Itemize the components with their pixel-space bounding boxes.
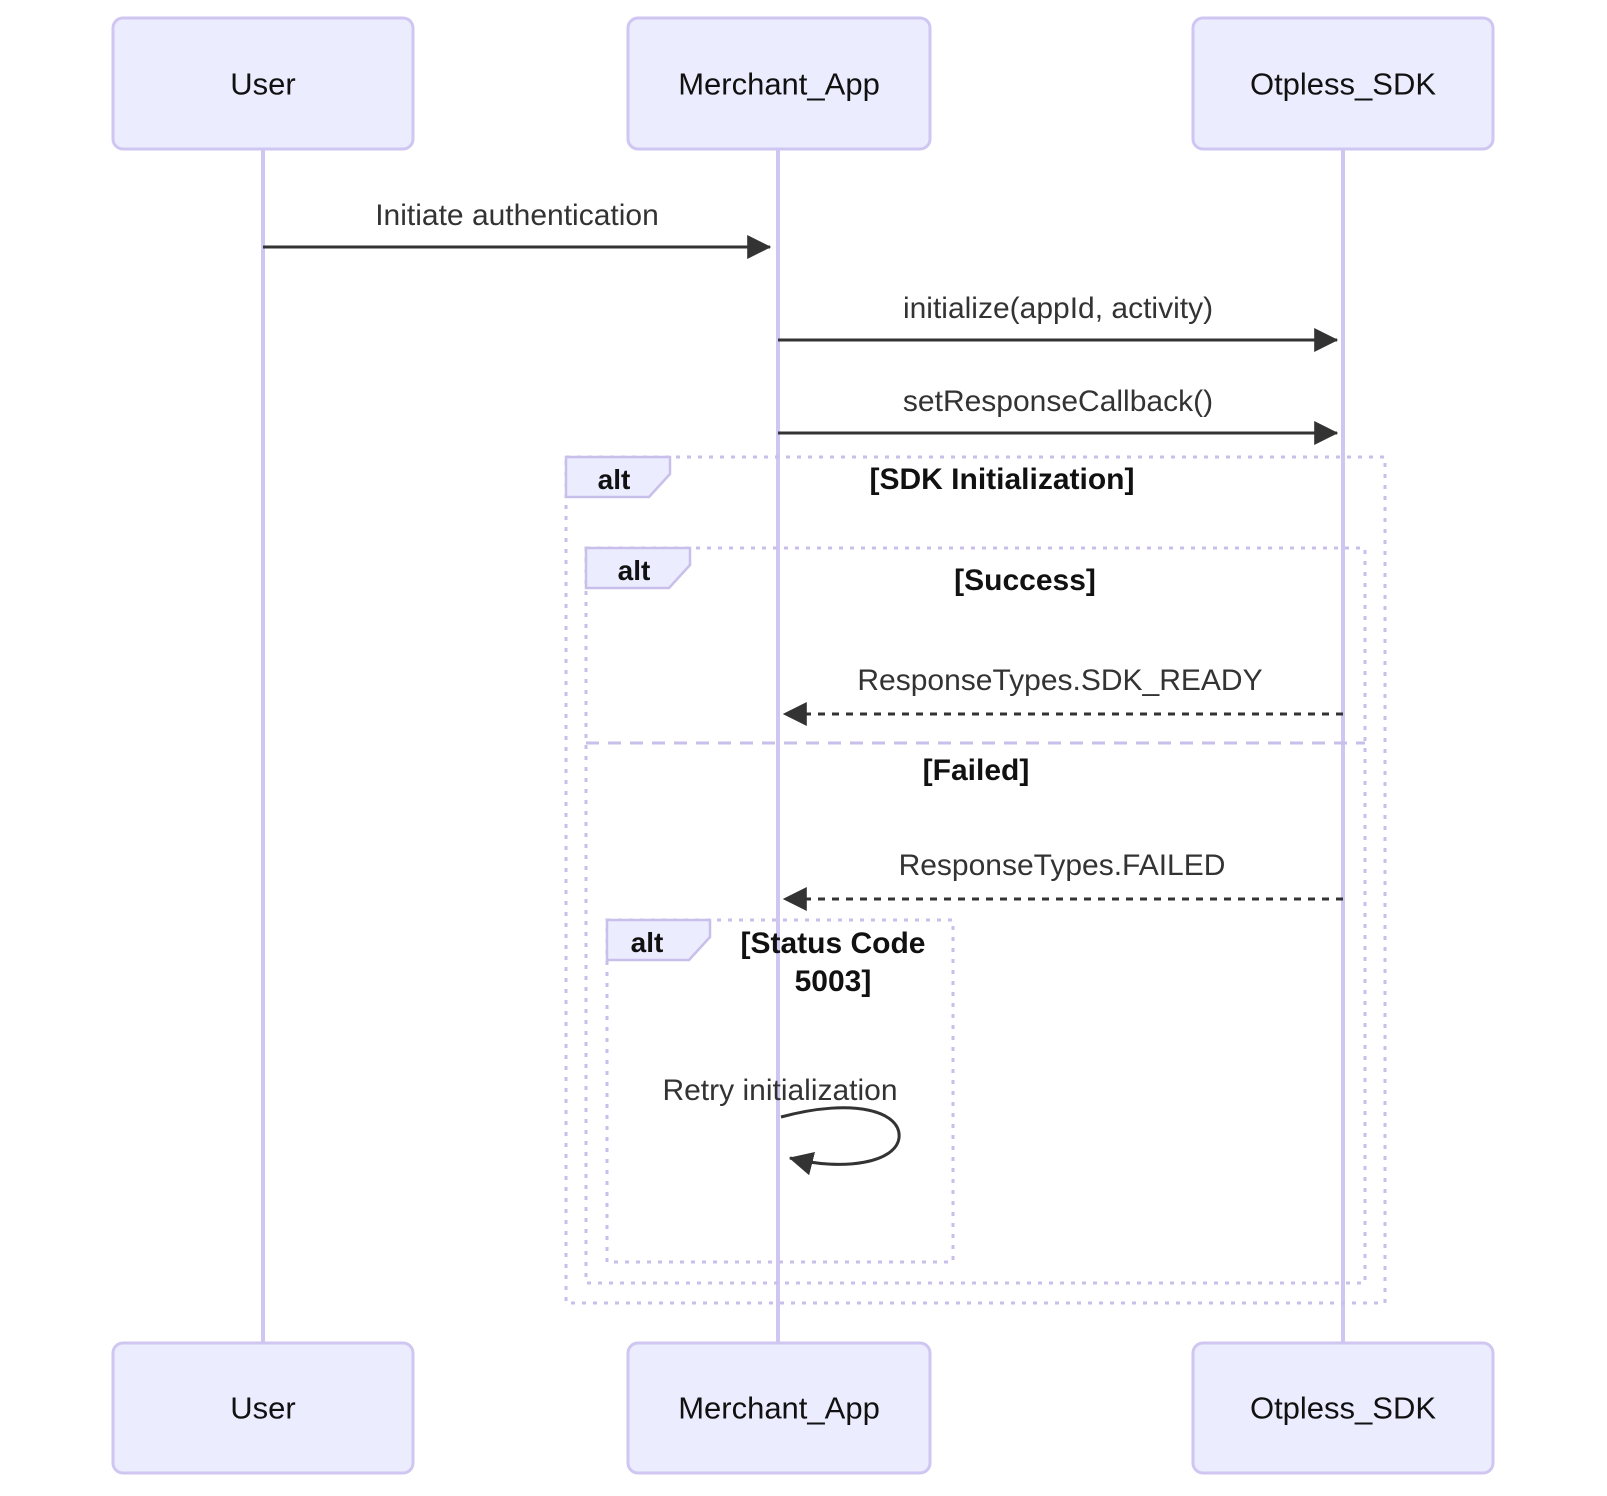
alt-frame-success-failed: alt [Success] [Failed] xyxy=(584,546,1367,1285)
alt-condition-line1: [Status Code xyxy=(740,927,925,960)
actor-top-otpless-sdk: Otpless_SDK xyxy=(1191,16,1495,151)
alt-frame-border xyxy=(584,546,1367,1285)
message-label: Retry initialization xyxy=(662,1074,897,1107)
actor-top-merchant-app: Merchant_App xyxy=(626,16,932,151)
message-label: ResponseTypes.SDK_READY xyxy=(857,664,1262,697)
actor-box xyxy=(626,16,932,151)
alt-condition-line2: 5003] xyxy=(795,965,872,998)
message-initiate-authentication: Initiate authentication xyxy=(263,199,772,259)
actor-box xyxy=(626,1341,932,1475)
alt-frame-border xyxy=(564,455,1387,1305)
actor-label: Merchant_App xyxy=(678,67,880,102)
actor-label: Otpless_SDK xyxy=(1250,1391,1436,1426)
message-set-response-callback: setResponseCallback() xyxy=(778,385,1339,445)
actor-box xyxy=(111,16,415,151)
alt-label-tab xyxy=(605,918,712,962)
alt-condition-success: [Success] xyxy=(954,564,1096,597)
actor-label: Otpless_SDK xyxy=(1250,67,1436,102)
message-label: initialize(appId, activity) xyxy=(903,292,1213,325)
actor-bottom-merchant-app: Merchant_App xyxy=(626,1341,932,1475)
alt-keyword: alt xyxy=(631,927,664,958)
alt-keyword: alt xyxy=(598,464,631,495)
message-failed: ResponseTypes.FAILED xyxy=(782,849,1343,911)
actor-top-user: User xyxy=(111,16,415,151)
alt-keyword: alt xyxy=(618,555,651,586)
alt-label-tab xyxy=(584,546,692,590)
message-retry-initialization: Retry initialization xyxy=(662,1074,901,1176)
actor-label: User xyxy=(230,67,295,102)
alt-condition-failed: [Failed] xyxy=(923,754,1030,787)
message-initialize: initialize(appId, activity) xyxy=(778,292,1339,352)
actor-box xyxy=(1191,16,1495,151)
actor-label: Merchant_App xyxy=(678,1391,880,1426)
message-label: setResponseCallback() xyxy=(903,385,1213,418)
actor-box xyxy=(111,1341,415,1475)
message-label: ResponseTypes.FAILED xyxy=(899,849,1226,882)
alt-label-tab xyxy=(564,455,672,499)
alt-condition: [SDK Initialization] xyxy=(870,463,1135,496)
message-label: Initiate authentication xyxy=(375,199,659,232)
message-sdk-ready: ResponseTypes.SDK_READY xyxy=(782,664,1343,726)
alt-frame-border xyxy=(605,918,955,1264)
self-loop-arrow xyxy=(780,1106,901,1176)
alt-frame-status-code-5003: alt [Status Code 5003] xyxy=(605,918,955,1264)
actor-bottom-user: User xyxy=(111,1341,415,1475)
actor-bottom-otpless-sdk: Otpless_SDK xyxy=(1191,1341,1495,1475)
alt-frame-sdk-initialization: alt [SDK Initialization] xyxy=(564,455,1387,1305)
actor-label: User xyxy=(230,1391,295,1426)
actor-box xyxy=(1191,1341,1495,1475)
